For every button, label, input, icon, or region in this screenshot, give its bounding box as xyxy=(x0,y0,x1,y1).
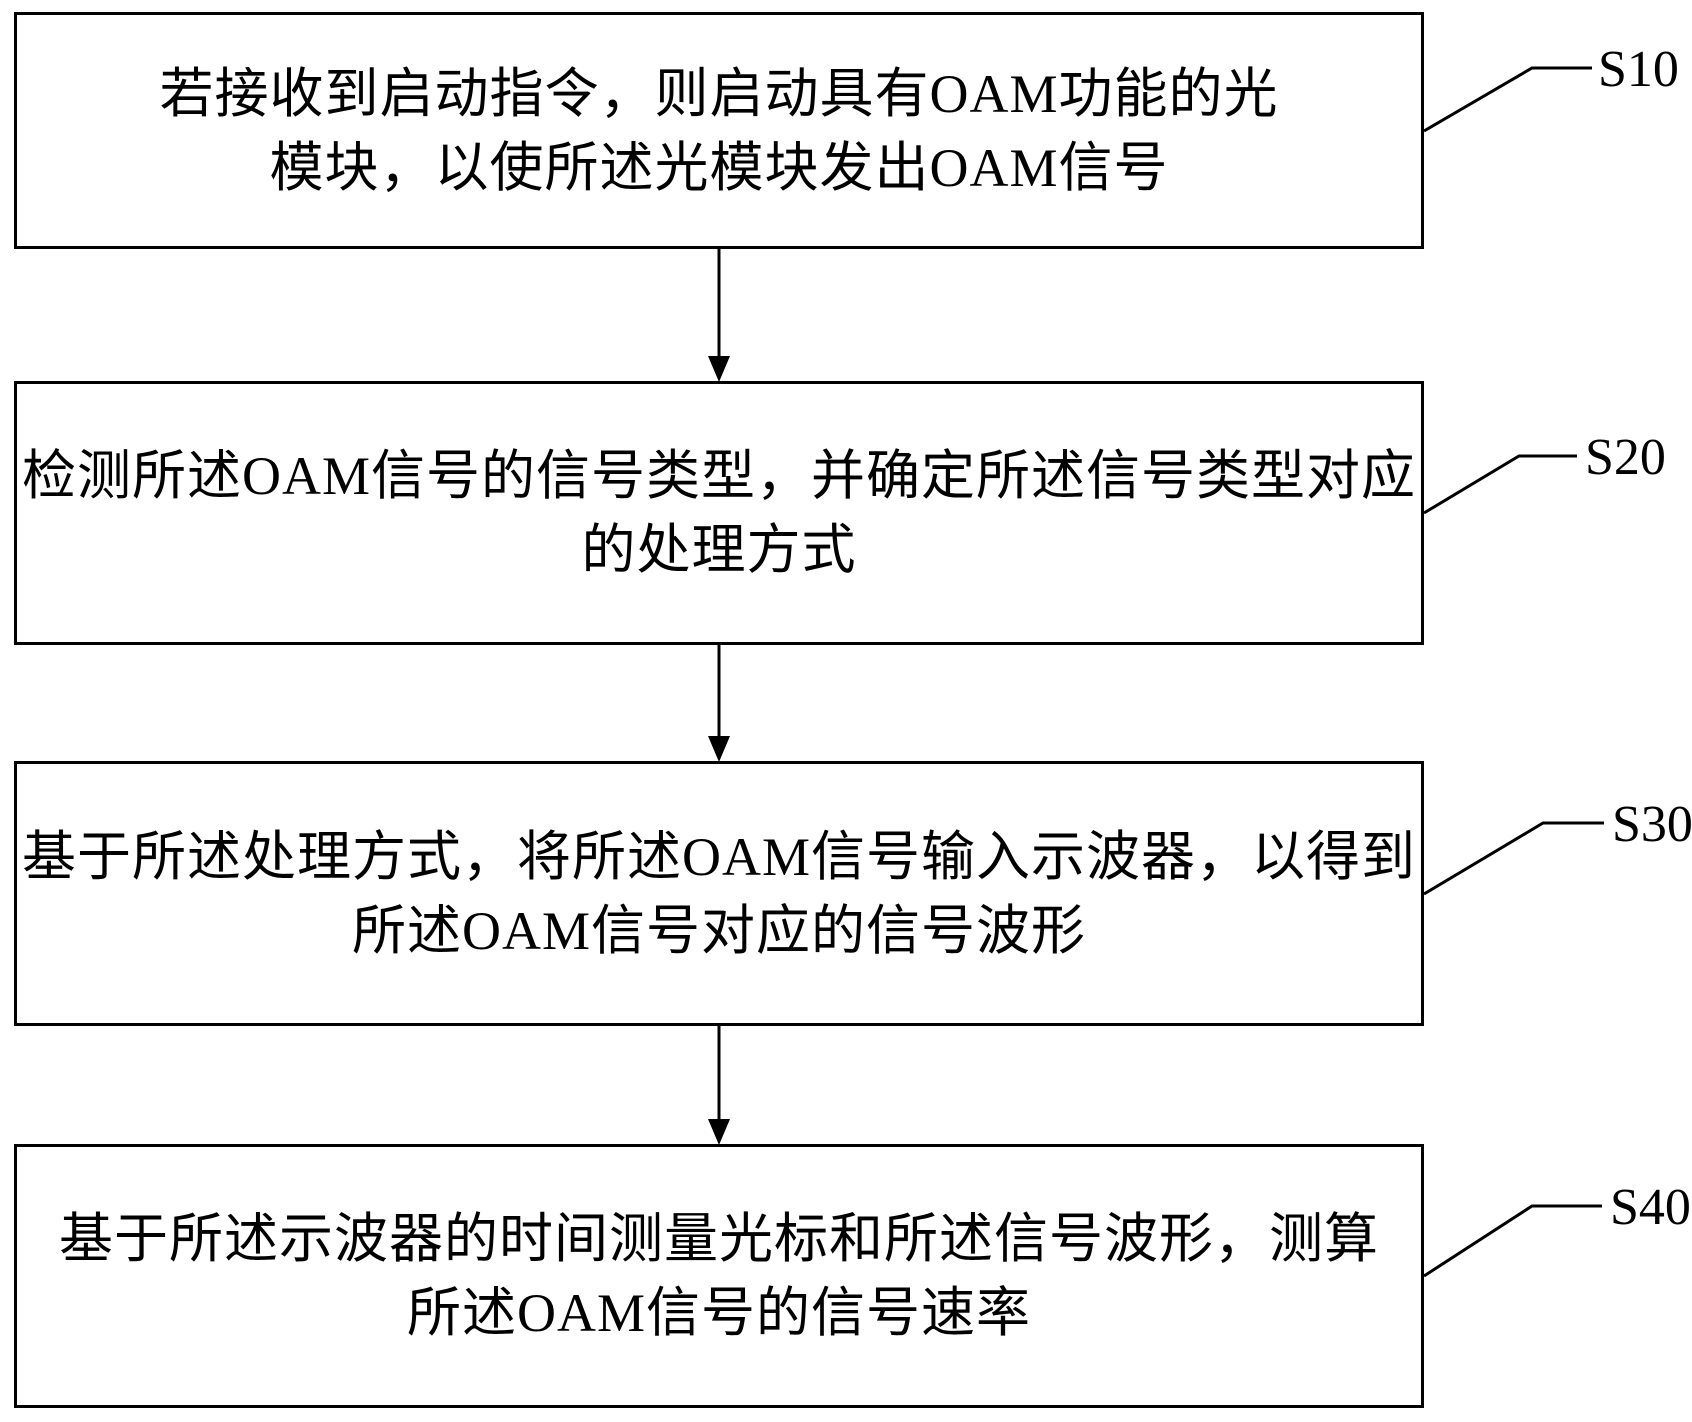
step-label-s20: S20 xyxy=(1585,429,1666,486)
step-text-line: 若接收到启动指令，则启动具有OAM功能的光 xyxy=(159,63,1279,124)
leader-line-s20 xyxy=(1423,454,1577,515)
leader-line-s10 xyxy=(1423,66,1592,133)
step-text-line: 基于所述处理方式，将所述OAM信号输入示波器，以得到 xyxy=(21,826,1416,887)
step-text-line: 的处理方式 xyxy=(581,520,857,580)
flow-arrow-icon xyxy=(708,248,730,382)
step-label-s10: S10 xyxy=(1598,41,1679,98)
step-label-s40: S40 xyxy=(1610,1179,1691,1236)
step-box-s20: 检测所述OAM信号的信号类型，并确定所述信号类型对应 的处理方式 xyxy=(14,381,1424,645)
step-text-line: 模块，以使所述光模块发出OAM信号 xyxy=(269,137,1169,198)
leader-line-s40 xyxy=(1423,1204,1602,1278)
step-text-line: 检测所述OAM信号的信号类型，并确定所述信号类型对应 xyxy=(21,446,1416,506)
leader-line-s30 xyxy=(1423,821,1604,896)
flow-arrow-icon xyxy=(708,645,730,762)
step-box-s10: 若接收到启动指令，则启动具有OAM功能的光 模块，以使所述光模块发出OAM信号 xyxy=(14,12,1424,249)
step-text-line: 所述OAM信号的信号速率 xyxy=(406,1283,1031,1343)
step-label-s30: S30 xyxy=(1612,796,1692,853)
step-box-s40: 基于所述示波器的时间测量光标和所述信号波形，测算 所述OAM信号的信号速率 xyxy=(14,1144,1424,1408)
flow-arrow-icon xyxy=(708,1026,730,1145)
step-text-line: 基于所述示波器的时间测量光标和所述信号波形，测算 xyxy=(59,1209,1379,1269)
step-box-s30: 基于所述处理方式，将所述OAM信号输入示波器，以得到 所述OAM信号对应的信号波… xyxy=(14,761,1424,1026)
step-text-line: 所述OAM信号对应的信号波形 xyxy=(351,900,1086,961)
